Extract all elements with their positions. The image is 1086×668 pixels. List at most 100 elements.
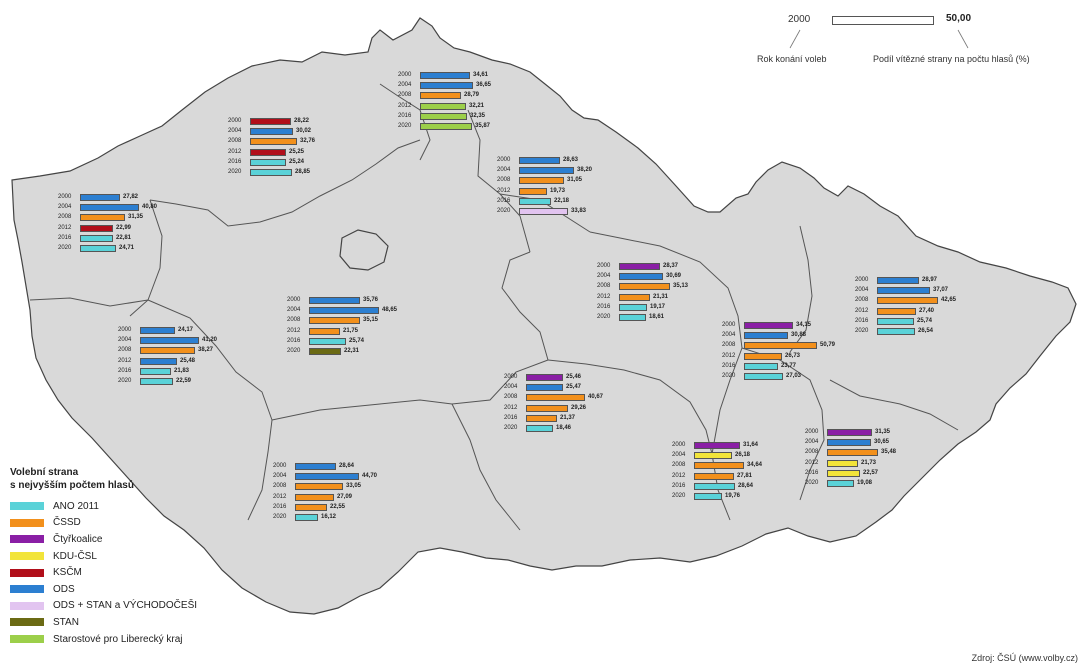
vote-share-bar [80,194,120,201]
vote-share-value: 38,20 [577,167,593,174]
year-label: 2016 [504,414,518,421]
legend-swatch [10,552,44,561]
vote-share-value: 28,64 [339,463,355,469]
vote-share-value: 22,55 [330,503,346,510]
vote-share-bar [877,307,916,315]
vote-share-value: 21,73 [861,459,877,466]
year-label: 2012 [118,357,132,364]
year-label: 2000 [118,327,132,333]
vote-share-bar [619,293,650,301]
year-label: 2016 [273,503,287,510]
vote-share-value: 32,35 [470,112,486,119]
vote-share-bar [309,348,341,355]
year-label: 2020 [722,373,736,379]
vote-share-value: 34,15 [796,322,812,328]
vote-share-value: 28,64 [738,482,754,489]
vote-share-value: 27,09 [337,493,353,500]
year-label: 2008 [722,342,736,349]
vote-share-value: 28,85 [295,169,311,175]
legend-item: ODS + STAN a VÝCHODOČEŠI [10,598,310,615]
year-label: 2008 [58,214,72,221]
year-label: 2008 [855,297,869,304]
year-label: 2000 [722,322,736,328]
vote-share-value: 26,18 [735,452,751,459]
year-label: 2012 [722,352,736,359]
vote-share-bar [309,307,379,315]
vote-share-value: 48,65 [382,307,398,314]
year-label: 2000 [597,263,611,269]
vote-share-bar [420,123,472,130]
vote-share-bar [827,439,871,447]
legend-label: ODS + STAN a VÝCHODOČEŠI [53,600,198,612]
vote-share-value: 19,73 [550,187,566,194]
vote-share-bar [80,204,139,212]
year-label: 2004 [228,128,242,135]
chart-row: 2000 28,37 [597,262,698,271]
legend-swatch [10,518,44,527]
legend-label: ODS [53,583,75,595]
legend-item: STAN [10,614,310,631]
vote-share-bar [827,449,878,457]
legend-swatch [10,618,44,627]
vote-share-value: 29,26 [571,404,587,411]
year-label: 2016 [497,197,511,204]
vote-share-bar [80,214,125,222]
year-label: 2000 [273,463,287,469]
year-label: 2012 [855,307,869,314]
vote-share-bar [827,469,860,477]
year-label: 2000 [504,374,518,380]
year-label: 2012 [58,224,72,231]
vote-share-bar [519,167,574,175]
vote-share-bar [140,337,199,345]
year-label: 2008 [398,92,412,99]
vote-share-bar [295,473,359,481]
year-label: 2016 [228,158,242,165]
vote-share-value: 31,64 [743,442,759,448]
year-label: 2004 [398,82,412,89]
legend-item: KDU-ČSL [10,548,310,565]
year-label: 2012 [497,187,511,194]
vote-share-value: 40,80 [142,204,158,211]
vote-share-bar [140,327,175,334]
legend-label: Starostové pro Liberecký kraj [53,633,183,645]
vote-share-value: 35,87 [475,123,491,129]
vote-share-value: 27,03 [786,373,802,379]
year-label: 2004 [722,332,736,339]
vote-share-value: 28,37 [663,263,679,269]
vote-share-bar [140,357,177,365]
vote-share-bar [295,493,334,501]
vote-share-bar [309,317,360,325]
year-label: 2008 [287,317,301,324]
vote-share-value: 33,05 [346,483,362,490]
vote-share-bar [619,263,660,270]
vote-share-bar [619,273,663,281]
year-label: 2016 [672,482,686,489]
year-label: 2012 [273,493,287,500]
year-label: 2004 [855,287,869,294]
legend-title-line1: Volební strana [10,467,79,478]
vote-share-bar [420,82,473,90]
chart-row: 2016 22,55 [273,503,365,512]
year-label: 2004 [497,167,511,174]
year-label: 2004 [58,204,72,211]
vote-share-bar [140,347,195,355]
